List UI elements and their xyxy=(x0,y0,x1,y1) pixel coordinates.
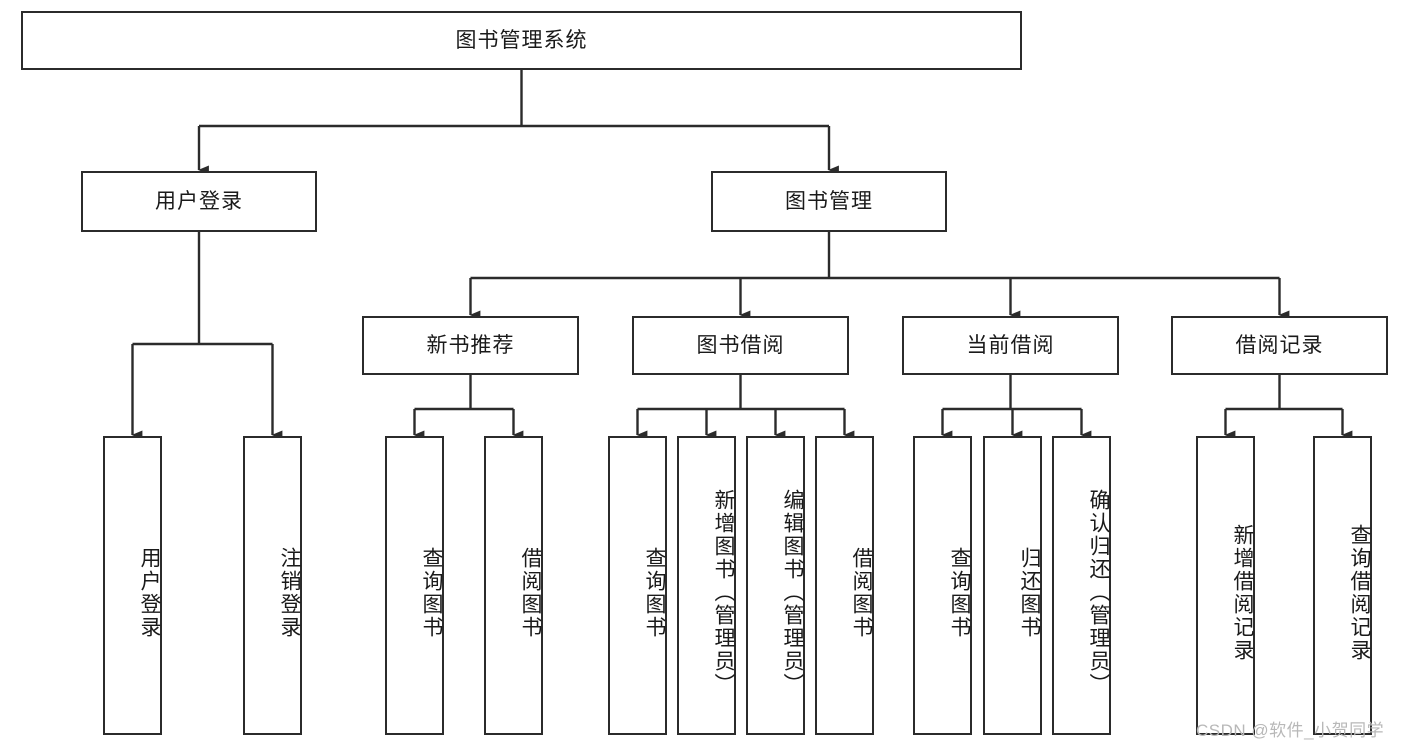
node-label: 确认归还（管理员） xyxy=(1087,489,1110,696)
node-leaf-query-borrow-record[interactable]: 查询借阅记录 xyxy=(1313,436,1372,735)
node-leaf-borrow-book-rec[interactable]: 借阅图书 xyxy=(484,436,543,735)
node-leaf-user-login[interactable]: 用户登录 xyxy=(103,436,162,735)
node-label: 新增借阅记录 xyxy=(1231,523,1254,662)
node-borrow-records[interactable]: 借阅记录 xyxy=(1171,316,1388,375)
node-book-borrow[interactable]: 图书借阅 xyxy=(632,316,849,375)
node-leaf-confirm-return[interactable]: 确认归还（管理员） xyxy=(1052,436,1111,735)
node-label: 查询借阅记录 xyxy=(1348,523,1371,662)
node-leaf-query-book-rec[interactable]: 查询图书 xyxy=(385,436,444,735)
node-label: 查询图书 xyxy=(420,546,443,639)
csdn-watermark: CSDN @软件_小贺同学 xyxy=(1196,721,1385,740)
node-label: 当前借阅 xyxy=(966,334,1055,357)
node-label: 查询图书 xyxy=(643,546,666,639)
node-current-borrow[interactable]: 当前借阅 xyxy=(902,316,1119,375)
node-label: 归还图书 xyxy=(1018,546,1041,639)
node-label: 查询图书 xyxy=(948,546,971,639)
node-leaf-add-borrow-record[interactable]: 新增借阅记录 xyxy=(1196,436,1255,735)
node-book-manage[interactable]: 图书管理 xyxy=(711,171,947,232)
node-user-login[interactable]: 用户登录 xyxy=(81,171,317,232)
node-leaf-logout[interactable]: 注销登录 xyxy=(243,436,302,735)
node-root[interactable]: 图书管理系统 xyxy=(21,11,1022,70)
node-label: 新增图书（管理员） xyxy=(712,489,735,696)
node-leaf-query-book-current[interactable]: 查询图书 xyxy=(913,436,972,735)
node-label: 借阅记录 xyxy=(1235,334,1324,357)
node-leaf-borrow-book[interactable]: 借阅图书 xyxy=(815,436,874,735)
node-label: 新书推荐 xyxy=(426,334,515,357)
node-label: 用户登录 xyxy=(155,190,243,213)
node-label: 图书管理 xyxy=(785,190,873,213)
node-label: 编辑图书（管理员） xyxy=(781,489,804,696)
node-label: 借阅图书 xyxy=(850,546,873,639)
node-new-book-recommend[interactable]: 新书推荐 xyxy=(362,316,579,375)
node-label: 用户登录 xyxy=(138,546,161,639)
node-leaf-add-book[interactable]: 新增图书（管理员） xyxy=(677,436,736,735)
node-label: 图书管理系统 xyxy=(455,29,588,52)
node-label: 借阅图书 xyxy=(519,546,542,639)
node-label: 图书借阅 xyxy=(696,334,785,357)
node-leaf-edit-book[interactable]: 编辑图书（管理员） xyxy=(746,436,805,735)
node-leaf-return-book[interactable]: 归还图书 xyxy=(983,436,1042,735)
node-label: 注销登录 xyxy=(278,546,301,639)
node-leaf-query-book-borrow[interactable]: 查询图书 xyxy=(608,436,667,735)
